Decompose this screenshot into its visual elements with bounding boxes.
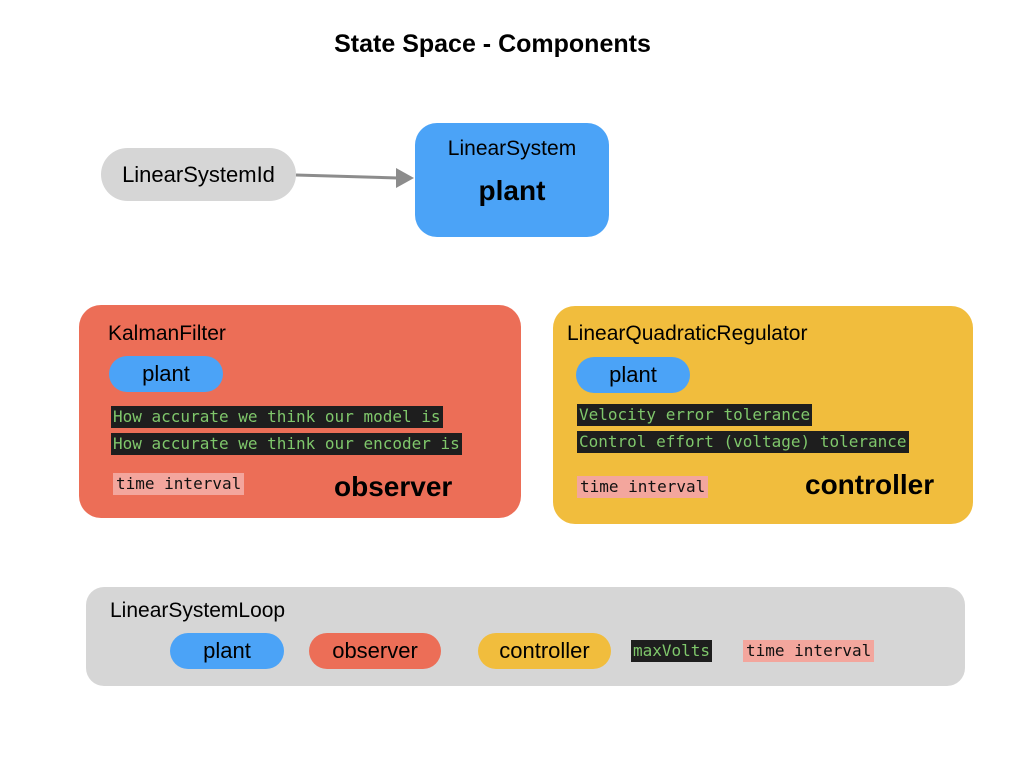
kalman-time-interval: time interval <box>113 473 245 495</box>
linear-system-label: LinearSystem <box>447 137 577 160</box>
kalman-filter-label: KalmanFilter <box>108 322 226 345</box>
loop-observer-pill: observer <box>309 633 441 669</box>
loop-max-volts: maxVolts <box>631 640 713 662</box>
linear-system-role: plant <box>478 175 546 206</box>
kalman-role: observer <box>334 471 453 502</box>
lqr-time-interval: time interval <box>577 476 709 498</box>
diagram-title: State Space - Components <box>334 30 651 58</box>
kalman-encoder-accuracy: How accurate we think our encoder is <box>111 433 462 455</box>
kalman-plant-label: plant <box>142 361 190 386</box>
sysid-to-system-arrow <box>295 168 414 188</box>
linear-system-id-node: LinearSystemId <box>101 148 296 201</box>
loop-time-interval: time interval <box>743 640 875 662</box>
linear-system-loop-node: LinearSystemLoop plant observer controll… <box>86 587 965 686</box>
lqr-label: LinearQuadraticRegulator <box>567 322 808 345</box>
linear-system-id-label: LinearSystemId <box>122 162 275 187</box>
loop-controller-pill: controller <box>478 633 611 669</box>
loop-label: LinearSystemLoop <box>110 599 286 622</box>
loop-plant-label: plant <box>203 638 251 663</box>
lqr-node: LinearQuadraticRegulator plant Velocity … <box>553 306 973 524</box>
kalman-model-accuracy: How accurate we think our model is <box>111 406 443 428</box>
lqr-plant-label: plant <box>609 362 657 387</box>
lqr-velocity-tolerance: Velocity error tolerance <box>577 404 813 426</box>
linear-system-node: LinearSystem plant <box>415 123 609 237</box>
lqr-effort-tolerance: Control effort (voltage) tolerance <box>577 431 909 453</box>
lqr-plant-pill: plant <box>576 357 690 393</box>
lqr-role: controller <box>805 469 935 500</box>
kalman-plant-pill: plant <box>109 356 223 392</box>
loop-plant-pill: plant <box>170 633 284 669</box>
loop-observer-label: observer <box>332 638 418 663</box>
loop-controller-label: controller <box>499 638 590 663</box>
kalman-filter-node: KalmanFilter plant How accurate we think… <box>79 305 521 518</box>
